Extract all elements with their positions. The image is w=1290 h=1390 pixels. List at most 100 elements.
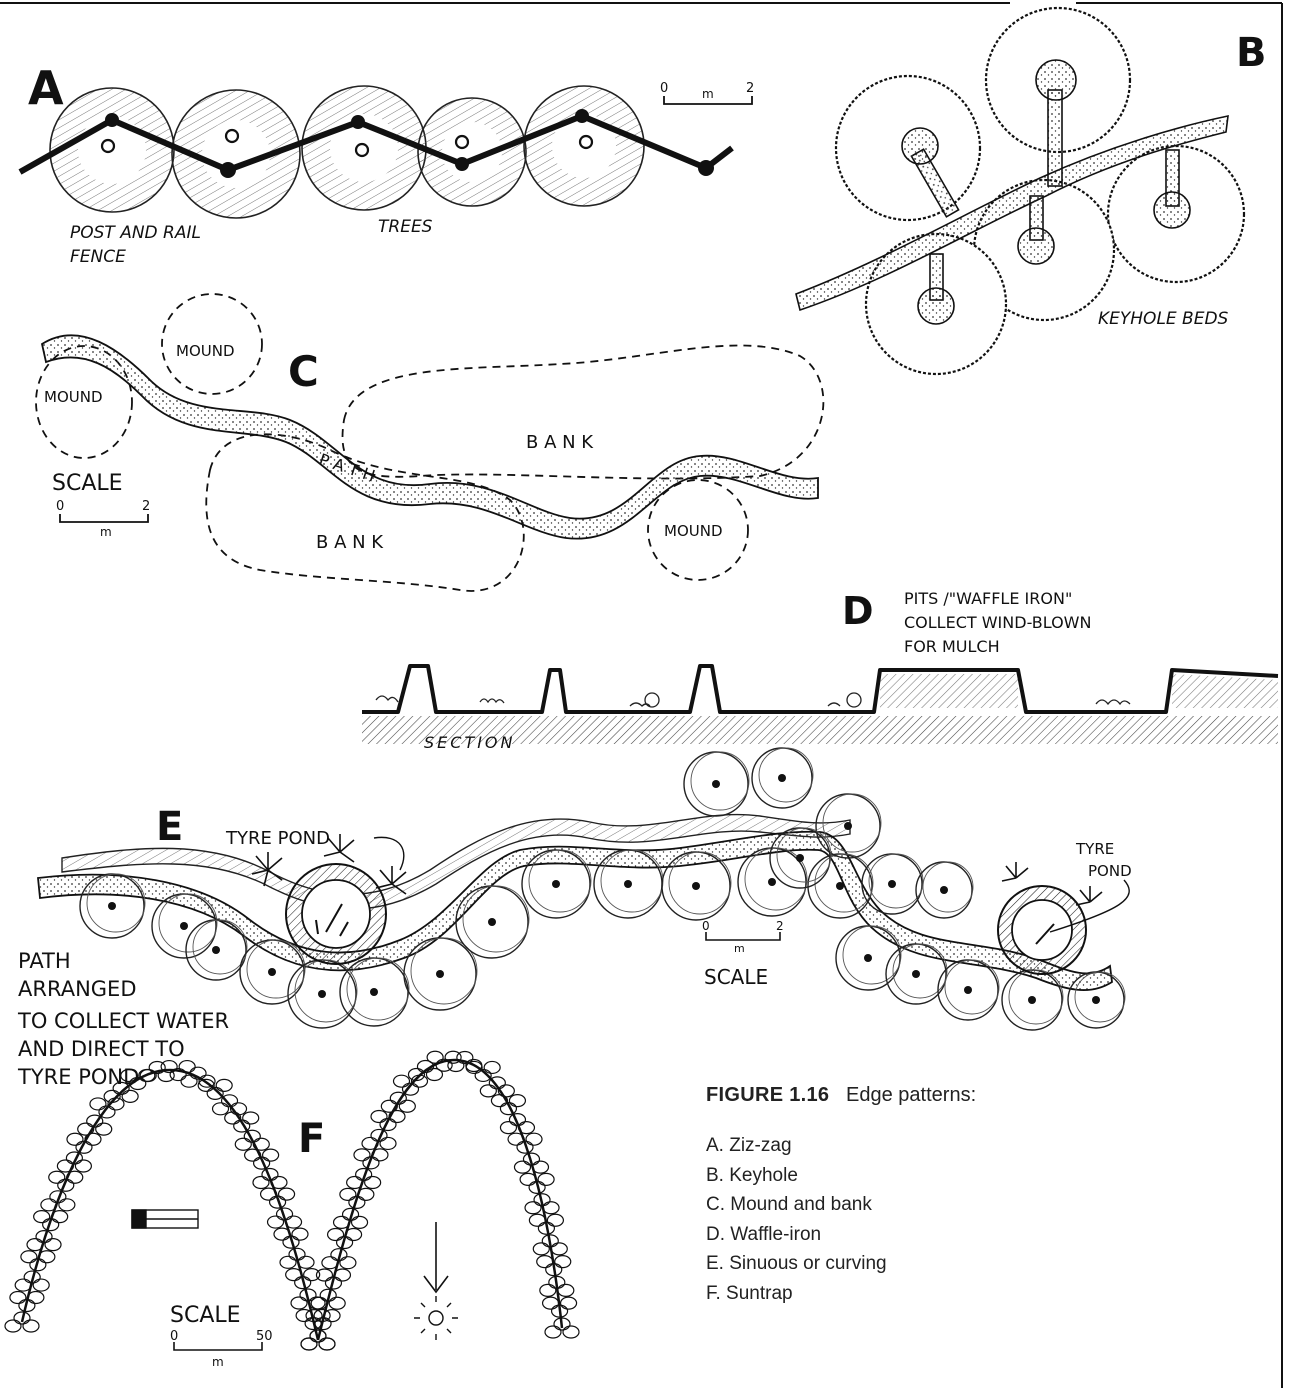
section-label: SECTION <box>424 733 516 752</box>
shrub <box>75 1160 91 1172</box>
shrub <box>213 1103 229 1115</box>
tyre-pond-label: TYRE POND <box>225 828 330 849</box>
caption-item-d: D. Waffle-iron <box>706 1220 1266 1250</box>
shrub <box>547 1214 563 1226</box>
shrub <box>563 1326 579 1338</box>
path-note-line3: TO COLLECT WATER <box>17 1009 229 1033</box>
shrub <box>525 1202 541 1214</box>
shrub <box>334 1216 350 1228</box>
panel-b-letter: B <box>1236 30 1267 76</box>
tree-trunk <box>488 918 496 926</box>
panel-c-scale: 0 2 m <box>56 499 150 539</box>
shrub <box>122 1090 138 1102</box>
shrub <box>5 1320 21 1332</box>
shrub <box>39 1251 55 1263</box>
shrub <box>34 1211 50 1223</box>
caption-item-b: B. Keyhole <box>706 1161 1266 1191</box>
sun-icon <box>414 1296 458 1340</box>
shrub <box>533 1243 549 1255</box>
shrub <box>181 1075 197 1087</box>
shrub <box>526 1133 542 1145</box>
figure-caption: FIGURE 1.16 Edge patterns: A. Ziz-zag B.… <box>706 1084 1266 1308</box>
panel-e-letter: E <box>156 804 183 850</box>
shrub <box>271 1176 287 1188</box>
panel-e-scale: 0 2 m SCALE <box>702 919 784 989</box>
shrub <box>296 1309 312 1321</box>
figure-number: FIGURE 1.16 <box>706 1084 829 1106</box>
panel-a-letter: A <box>28 61 64 115</box>
panel-c-letter: C <box>288 347 319 396</box>
panel-b-keyhole: B KEYHOLE BEDS <box>796 8 1267 374</box>
waffle-note-line3: FOR MULCH <box>904 637 1000 656</box>
tree-trunk <box>768 878 776 886</box>
tree-trunk <box>888 880 896 888</box>
shrub <box>261 1188 277 1200</box>
shrub <box>508 1133 524 1145</box>
panel-e-sinuous: E TYRE POND TYRE POND 0 <box>17 748 1132 1089</box>
pond-label: POND <box>1088 862 1132 880</box>
tree-trunk <box>864 954 872 962</box>
path-note-line4: AND DIRECT TO <box>18 1037 185 1061</box>
bank-label: B A N K <box>316 532 384 553</box>
shrub <box>551 1243 567 1255</box>
tree-trunk <box>268 968 276 976</box>
tree-trunk <box>624 880 632 888</box>
shrub <box>371 1111 387 1123</box>
shrub <box>480 1085 496 1097</box>
tyre-pond <box>998 886 1086 974</box>
scale-label: SCALE <box>704 965 768 989</box>
shrub <box>216 1079 232 1091</box>
sun-direction-arrow <box>424 1222 448 1292</box>
waffle-section-ground <box>362 666 1278 712</box>
panel-d-letter: D <box>842 589 874 633</box>
shrub <box>263 1149 279 1161</box>
shrub <box>41 1199 57 1211</box>
tree-trunk <box>778 774 786 782</box>
shrub <box>358 1188 374 1200</box>
mound-label: MOUND <box>176 342 235 360</box>
shrub <box>324 1310 340 1322</box>
shrub <box>543 1297 559 1309</box>
shrub <box>245 1149 261 1161</box>
scale-two: 2 <box>746 81 754 96</box>
scale-unit: m <box>702 87 714 101</box>
shrub <box>352 1216 368 1228</box>
shrub <box>540 1284 556 1296</box>
panel-d-waffle-iron: D PITS /"WAFFLE IRON" COLLECT WIND-BLOWN… <box>362 589 1278 752</box>
shrub <box>372 1149 388 1161</box>
tree-trunk <box>912 970 920 978</box>
mound-label: MOUND <box>664 522 723 540</box>
panel-c-mound-and-bank: C MOUND MOUND MOUND B A N K B A N K P A … <box>36 294 823 591</box>
shrub <box>340 1257 356 1269</box>
caption-item-a: A. Ziz-zag <box>706 1131 1266 1161</box>
shrub <box>59 1199 75 1211</box>
path-note-line1: PATH <box>18 949 71 973</box>
trees-label: TREES <box>378 217 433 237</box>
tree-trunk <box>370 988 378 996</box>
shrub <box>179 1061 195 1073</box>
caption-item-f: F. Suntrap <box>706 1279 1266 1309</box>
shrub <box>253 1176 269 1188</box>
shrub <box>33 1279 49 1291</box>
garden-path <box>42 335 818 538</box>
shrub <box>10 1291 26 1303</box>
shrub <box>57 1160 73 1172</box>
shrub <box>45 1239 61 1251</box>
shrub <box>537 1256 553 1268</box>
shrub <box>347 1177 363 1189</box>
scale-two: 2 <box>776 919 784 933</box>
panel-f-shrubs <box>5 1051 579 1350</box>
scale-label: SCALE <box>52 471 123 496</box>
tree-trunk <box>692 882 700 890</box>
scale-unit: m <box>100 525 112 539</box>
shrub <box>243 1112 259 1124</box>
scale-unit: m <box>212 1355 224 1369</box>
caption-title-row: FIGURE 1.16 Edge patterns: <box>706 1084 1266 1107</box>
shrub <box>52 1211 68 1223</box>
caption-list: A. Ziz-zag B. Keyhole C. Mound and bank … <box>706 1131 1266 1308</box>
shrub <box>561 1297 577 1309</box>
tree-trunk <box>212 946 220 954</box>
caption-item-c: C. Mound and bank <box>706 1190 1266 1220</box>
bank <box>343 346 824 479</box>
